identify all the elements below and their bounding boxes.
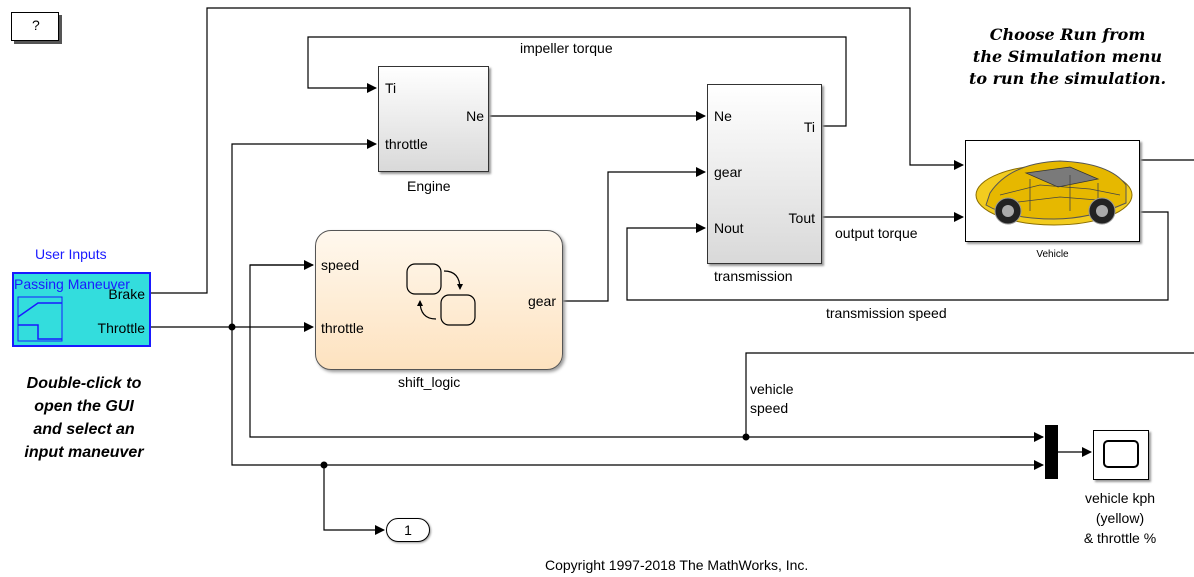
brake-port-label: Brake [108, 286, 145, 302]
engine-label: Engine [407, 178, 451, 194]
engine-block[interactable]: Ti throttle Ne [378, 66, 489, 172]
transmission-label: transmission [714, 268, 793, 284]
transmission-speed-label: transmission speed [826, 305, 947, 321]
shift-logic-gear-port: gear [527, 293, 556, 309]
vehicle-speed-line [745, 352, 1194, 437]
outport-number: 1 [404, 522, 412, 538]
throttle-to-mux-line [231, 327, 1044, 470]
throttle-port-label: Throttle [97, 320, 145, 336]
throttle-to-outport-line [323, 465, 385, 535]
signal-builder-icon [17, 296, 63, 342]
mux-block[interactable] [1045, 425, 1058, 479]
branch-point [228, 323, 236, 331]
scope-screen-icon [1103, 440, 1139, 468]
engine-ti-port: Ti [385, 80, 397, 96]
transmission-gear-port: gear [714, 164, 743, 180]
branch-point [320, 461, 328, 469]
engine-throttle-port: throttle [385, 136, 428, 152]
scope-label: vehicle kph (yellow) & throttle % [1083, 490, 1157, 546]
gear-signal-line [563, 167, 706, 302]
transmission-nout-port: Nout [714, 220, 744, 236]
outport-1[interactable]: 1 [386, 518, 430, 542]
transmission-block[interactable]: Ne gear Nout Ti Tout [707, 84, 822, 264]
transmission-speed-line [626, 211, 1169, 301]
transmission-ti-port: Ti [803, 119, 815, 135]
branch-point [742, 433, 750, 441]
transmission-tout-port: Tout [788, 210, 815, 226]
shift-logic-speed-port: speed [321, 257, 360, 273]
output-torque-label: output torque [835, 225, 918, 241]
shift-logic-throttle-port: throttle [321, 320, 364, 336]
brake-signal-line [151, 7, 964, 294]
help-button[interactable]: ? [11, 12, 59, 41]
help-button-label: ? [32, 17, 40, 33]
vehicle-speed-label: vehicle speed [750, 381, 794, 416]
copyright-text: Copyright 1997-2018 The MathWorks, Inc. [545, 557, 809, 573]
vehicle-block[interactable]: Vehicle [965, 140, 1140, 260]
throttle-to-engine-line [231, 139, 377, 327]
impeller-torque-label: impeller torque [520, 40, 613, 56]
shift-logic-label: shift_logic [398, 374, 461, 390]
gui-instruction-note: Double-click to open the GUI and select … [24, 375, 144, 461]
run-instruction-note: Choose Run from the Simulation menu to r… [968, 25, 1167, 88]
scope-block[interactable] [1093, 430, 1149, 480]
vehicle-label: Vehicle [1036, 249, 1069, 260]
car-image-icon [975, 160, 1133, 226]
stateflow-icon [406, 263, 476, 326]
impeller-torque-line [307, 36, 847, 127]
user-inputs-block[interactable]: Passing Maneuver Brake Throttle [12, 272, 151, 347]
user-inputs-title: User Inputs [35, 246, 107, 262]
transmission-ne-port: Ne [714, 108, 732, 124]
shift-logic-chart[interactable]: speed throttle gear [315, 230, 563, 370]
user-inputs-group-label: Passing Maneuver [14, 276, 130, 292]
engine-ne-port: Ne [466, 108, 484, 124]
